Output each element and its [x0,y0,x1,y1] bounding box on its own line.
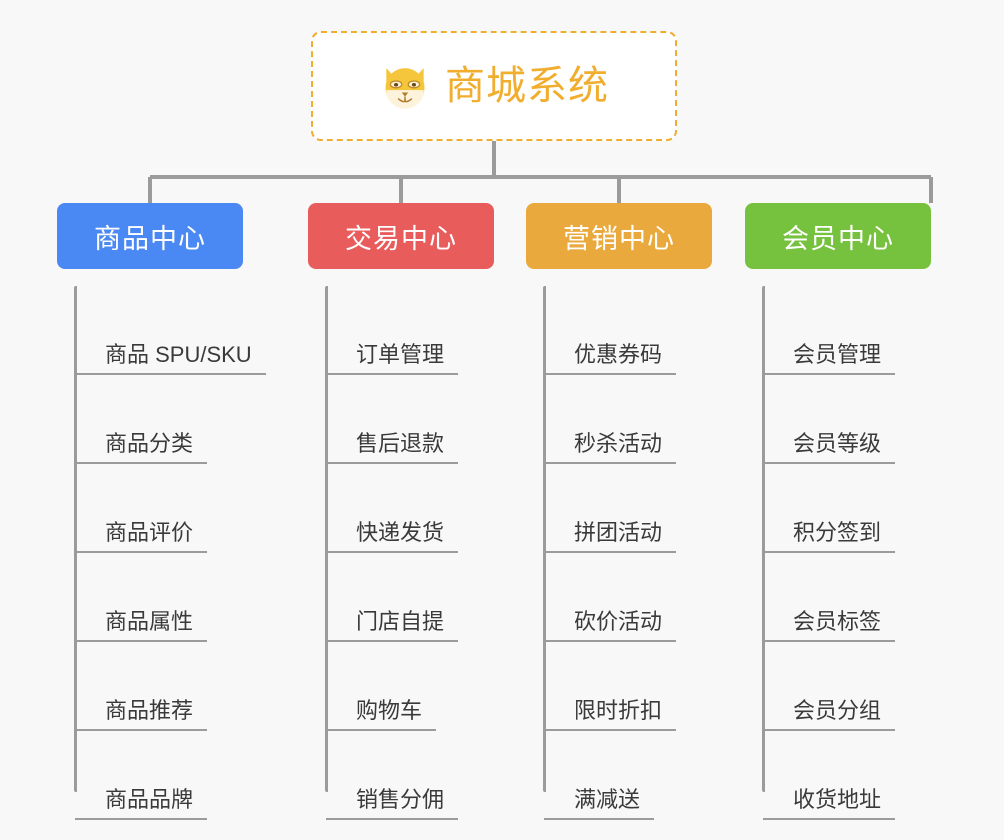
leaf-item[interactable]: 售后退款 [326,375,494,464]
leaf-label: 积分签到 [763,520,896,553]
leaf-item[interactable]: 商品品牌 [75,731,266,820]
leaf-item[interactable]: 会员标签 [763,553,931,642]
branch-product-center: 商品中心 商品 SPU/SKU 商品分类 商品评价 商品属性 商品推荐 商品品牌 [57,203,266,836]
leaf-item[interactable]: 限时折扣 [544,642,712,731]
branch-header-product-center[interactable]: 商品中心 [57,203,243,269]
leaf-item[interactable]: 秒杀活动 [544,375,712,464]
leaf-item[interactable]: 商品 SPU/SKU [75,286,266,375]
leaf-label: 会员管理 [763,342,896,375]
leaf-label: 收货地址 [763,787,896,820]
branch-member-center: 会员中心 会员管理 会员等级 积分签到 会员标签 会员分组 收货地址 [745,203,931,836]
leaf-item[interactable]: 积分签到 [763,464,931,553]
leaf-label: 售后退款 [326,431,459,464]
leaf-item[interactable]: 购物车 [326,642,494,731]
leaf-item[interactable]: 商品推荐 [75,642,266,731]
branch-header-trade-center[interactable]: 交易中心 [308,203,494,269]
leaf-label: 购物车 [326,698,437,731]
leaf-item[interactable]: 商品分类 [75,375,266,464]
leaf-label: 秒杀活动 [544,431,677,464]
leaf-label: 会员标签 [763,609,896,642]
leaf-label: 满减送 [544,787,655,820]
leaf-item[interactable]: 商品属性 [75,553,266,642]
leaf-item[interactable]: 会员等级 [763,375,931,464]
root-title: 商城系统 [445,64,609,108]
leaf-item[interactable]: 门店自提 [326,553,494,642]
leaf-label: 商品推荐 [75,698,208,731]
shiba-dog-face-icon [385,68,425,109]
branch-header-marketing-center[interactable]: 营销中心 [526,203,712,269]
branch-trade-center: 交易中心 订单管理 售后退款 快递发货 门店自提 购物车 销售分佣 [308,203,494,836]
leaf-item[interactable]: 收货地址 [763,731,931,820]
branch-marketing-center: 营销中心 优惠券码 秒杀活动 拼团活动 砍价活动 限时折扣 满减送 [526,203,712,836]
leaf-label: 砍价活动 [544,609,677,642]
leaf-list-member-center: 会员管理 会员等级 积分签到 会员标签 会员分组 收货地址 [745,286,931,820]
leaf-label: 商品品牌 [75,787,208,820]
leaf-label: 快递发货 [326,520,459,553]
leaf-label: 优惠券码 [544,342,677,375]
leaf-list-product-center: 商品 SPU/SKU 商品分类 商品评价 商品属性 商品推荐 商品品牌 [57,286,266,820]
leaf-item[interactable]: 会员分组 [763,642,931,731]
leaf-spine [543,286,546,792]
leaf-item[interactable]: 优惠券码 [544,286,712,375]
leaf-spine [325,286,328,792]
leaf-label: 商品属性 [75,609,208,642]
leaf-item[interactable]: 拼团活动 [544,464,712,553]
leaf-label: 商品评价 [75,520,208,553]
leaf-item[interactable]: 满减送 [544,731,712,820]
leaf-spine [74,286,77,792]
leaf-item[interactable]: 商品评价 [75,464,266,553]
leaf-label: 商品 SPU/SKU [75,342,266,375]
leaf-label: 销售分佣 [326,787,459,820]
branch-header-member-center[interactable]: 会员中心 [745,203,931,269]
leaf-label: 订单管理 [326,342,459,375]
leaf-label: 会员等级 [763,431,896,464]
leaf-item[interactable]: 销售分佣 [326,731,494,820]
leaf-label: 门店自提 [326,609,459,642]
leaf-spine [762,286,765,792]
leaf-item[interactable]: 快递发货 [326,464,494,553]
leaf-list-marketing-center: 优惠券码 秒杀活动 拼团活动 砍价活动 限时折扣 满减送 [526,286,712,820]
leaf-label: 商品分类 [75,431,208,464]
root-node[interactable]: 商城系统 [311,31,677,141]
leaf-list-trade-center: 订单管理 售后退款 快递发货 门店自提 购物车 销售分佣 [308,286,494,820]
leaf-item[interactable]: 订单管理 [326,286,494,375]
leaf-item[interactable]: 砍价活动 [544,553,712,642]
leaf-label: 拼团活动 [544,520,677,553]
leaf-label: 限时折扣 [544,698,677,731]
leaf-label: 会员分组 [763,698,896,731]
leaf-item[interactable]: 会员管理 [763,286,931,375]
